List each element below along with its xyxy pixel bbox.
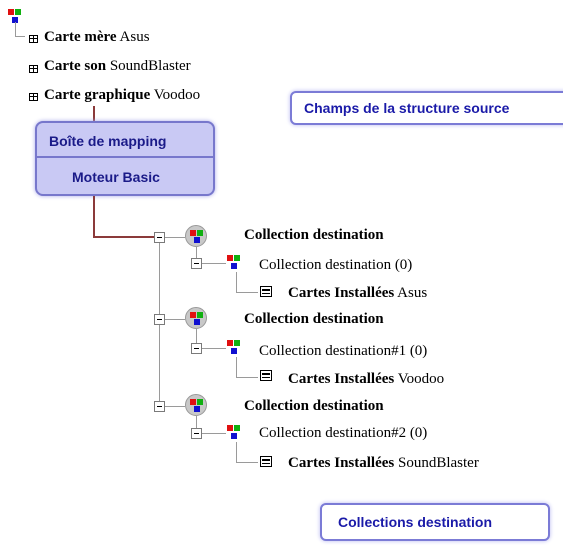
mapping-box: Boîte de mapping Moteur Basic: [35, 121, 215, 196]
collapse-toggle[interactable]: [191, 258, 202, 269]
structure-icon: [7, 8, 23, 24]
tree-line: [165, 406, 185, 407]
collapse-toggle[interactable]: [154, 314, 165, 325]
collection-leaf: Cartes Installées SoundBlaster: [288, 455, 479, 471]
tree-line: [165, 319, 185, 320]
collection-leaf: Cartes Installées Asus: [288, 285, 428, 301]
collection-icon: [185, 225, 207, 247]
collapse-toggle[interactable]: [191, 343, 202, 354]
table-field-icon: [260, 370, 272, 381]
collection-child: Collection destination#2 (0): [259, 425, 428, 441]
mapping-box-divider: [37, 156, 213, 158]
tree-line: [236, 272, 237, 292]
tree-line: [236, 357, 237, 377]
mapping-connector: [93, 196, 95, 238]
tree-line: [159, 243, 160, 407]
collection-icon: [185, 307, 207, 329]
tree-line: [15, 22, 16, 36]
table-field-icon: [29, 65, 38, 73]
collapse-toggle[interactable]: [191, 428, 202, 439]
collection-leaf: Cartes Installées Voodoo: [288, 371, 445, 387]
tree-line: [202, 433, 226, 434]
mapping-connector: [93, 106, 95, 128]
tree-line: [236, 442, 237, 462]
table-field-icon: [260, 286, 272, 297]
collapse-toggle[interactable]: [154, 401, 165, 412]
tree-line: [236, 462, 258, 463]
callout-collections-destination: Collections destination: [320, 503, 550, 541]
tree-line: [15, 36, 25, 37]
mapping-box-title: Boîte de mapping: [49, 133, 167, 149]
tree-line: [202, 263, 226, 264]
tree-line: [236, 292, 258, 293]
tree-line: [236, 377, 258, 378]
tree-line: [196, 247, 197, 261]
collection-icon: [226, 339, 242, 355]
tree-line: [196, 329, 197, 347]
mapping-connector: [93, 236, 154, 238]
table-field-icon: [260, 456, 272, 467]
mapping-box-subtitle: Moteur Basic: [72, 169, 160, 185]
collection-icon: [185, 394, 207, 416]
collection-icon: [226, 424, 242, 440]
source-field-2: Carte son SoundBlaster: [44, 58, 191, 74]
collection-child: Collection destination#1 (0): [259, 343, 428, 359]
collection-child: Collection destination (0): [259, 257, 413, 273]
callout-source-fields: Champs de la structure source: [290, 91, 563, 125]
collection-title: Collection destination: [244, 311, 384, 327]
table-field-icon: [29, 93, 38, 101]
tree-line: [165, 237, 185, 238]
collection-title: Collection destination: [244, 227, 384, 243]
tree-line: [202, 348, 226, 349]
tree-line: [196, 416, 197, 432]
collection-icon: [226, 254, 242, 270]
collection-title: Collection destination: [244, 398, 384, 414]
collapse-toggle[interactable]: [154, 232, 165, 243]
table-field-icon: [29, 35, 38, 43]
source-field-3: Carte graphique Voodoo: [44, 87, 201, 103]
source-field-1: Carte mère Asus: [44, 29, 150, 45]
